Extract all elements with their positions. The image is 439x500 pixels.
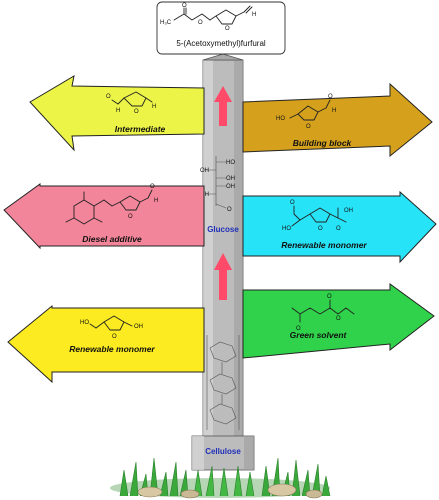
sign-renewable-monomer-left: HO O OH Renewable monomer xyxy=(7,304,205,384)
chem-atom-label: HO xyxy=(282,226,291,232)
upward-arrow-lower xyxy=(214,253,232,300)
chem-atom-label: O xyxy=(327,294,332,300)
sign-green-solvent: O O O Green solvent xyxy=(242,283,435,359)
chem-atom-label: O xyxy=(296,326,301,332)
sign-label-green-solvent: Green solvent xyxy=(290,330,348,340)
hmf-dialdehyde-structure: O O H H xyxy=(106,91,156,115)
sign-renewable-monomer-right: HO O O OH O Renewable monomer xyxy=(242,190,437,264)
chem-atom-label: O xyxy=(336,226,341,232)
chem-atom-label: O xyxy=(306,124,311,130)
chem-atom-label: O xyxy=(134,109,139,115)
glucose-atom: OH xyxy=(226,184,235,190)
chem-atom-label: HO xyxy=(80,320,89,326)
glucose-atom: O xyxy=(227,207,232,213)
title-box: H₃C O O O H 5-(Acetoxymethyl)furfural xyxy=(156,1,286,55)
mesityl-furfural-structure: O O H xyxy=(65,184,158,225)
glucose-atom: OH xyxy=(226,176,235,182)
upward-arrow-upper xyxy=(214,86,232,126)
chem-atom-label: OH xyxy=(344,208,353,214)
sign-intermediate: O O H H Intermediate xyxy=(29,74,205,152)
hmf-structure: HO O O H xyxy=(276,94,336,130)
chem-atom-label: H xyxy=(152,104,156,110)
sign-label-building-block: Building block xyxy=(293,138,353,148)
title-atom: H₃C xyxy=(160,20,172,26)
sign-label-diesel-additive: Diesel additive xyxy=(82,234,142,244)
chem-atom-label: O xyxy=(336,316,341,322)
chem-atom-label: H xyxy=(332,108,336,114)
title-compound-name: 5-(Acetoxymethyl)furfural xyxy=(176,39,266,48)
chem-atom-label: H xyxy=(154,198,158,204)
chem-atom-label: O xyxy=(290,200,295,206)
sign-label-intermediate: Intermediate xyxy=(115,124,166,134)
bhmf-structure: HO O OH xyxy=(80,315,143,340)
chem-atom-label: H xyxy=(116,108,120,114)
glucose-atom: HO xyxy=(226,160,235,166)
title-atom: O xyxy=(182,3,187,9)
fdca-structure: HO O O OH O xyxy=(282,200,353,232)
chem-atom-label: O xyxy=(150,184,155,190)
sign-diesel-additive: O O H Diesel additive xyxy=(3,183,205,250)
cellulose-label: Cellulose xyxy=(205,447,241,456)
chem-atom-label: O xyxy=(328,94,333,100)
sign-label-renewable-monomer-right: Renewable monomer xyxy=(281,240,367,250)
title-atom: O xyxy=(198,20,203,26)
glucose-atom: OH xyxy=(200,168,209,174)
chem-atom-label: O xyxy=(112,334,117,340)
chem-atom-label: O xyxy=(128,214,133,220)
chem-atom-label: HO xyxy=(276,116,285,122)
glucose-label: Glucose xyxy=(207,225,239,234)
sign-building-block: HO O O H Building block xyxy=(242,82,433,158)
cellulose-structure xyxy=(206,335,240,430)
sign-label-renewable-monomer-left: Renewable monomer xyxy=(69,344,155,354)
title-atom: O xyxy=(225,26,230,32)
chem-atom-label: O xyxy=(106,94,111,100)
ethyl-levulinate-structure: O O O xyxy=(291,294,355,332)
grass-base xyxy=(110,457,331,499)
chem-atom-label: O xyxy=(318,226,323,232)
chem-atom-label: OH xyxy=(134,324,143,330)
title-atom: H xyxy=(252,12,256,18)
